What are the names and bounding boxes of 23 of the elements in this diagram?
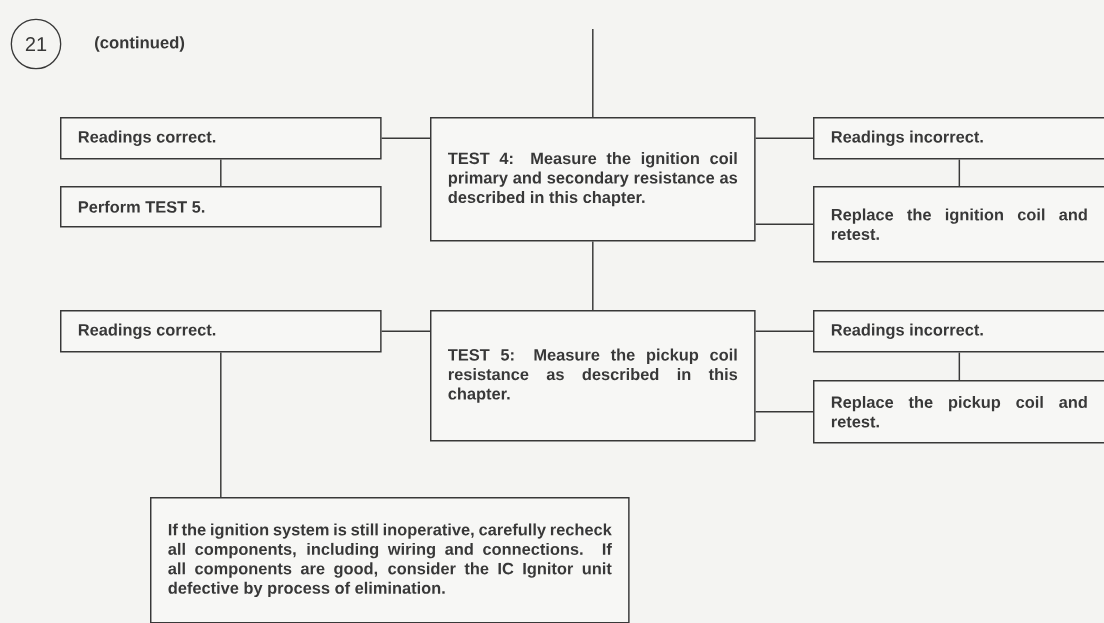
connector-line bbox=[754, 223, 814, 225]
process-box: TEST 4: Measure the ignition coil primary and secondary resistance as described in this chapter. bbox=[430, 117, 756, 242]
connector-line bbox=[754, 330, 814, 332]
connector-line bbox=[958, 351, 961, 381]
connector-line bbox=[754, 137, 814, 139]
process-box: Perform TEST 5. bbox=[60, 186, 382, 228]
process-box: Readings incorrect. bbox=[813, 117, 1104, 160]
process-box: If the ignition system is still inoperative, carefully recheck all components, including wiring and connections. If all components are good, consider the IC Ignitor unit defective by process of elimination. bbox=[150, 497, 630, 623]
continued-note: (continued) bbox=[95, 36, 185, 52]
connector-line bbox=[220, 351, 222, 498]
connector-line bbox=[958, 158, 961, 187]
connector-line bbox=[220, 158, 222, 187]
connector-line bbox=[754, 411, 814, 413]
connector-line bbox=[592, 240, 594, 311]
process-box: Replace the ignition coil and retest. bbox=[813, 186, 1104, 263]
process-box: TEST 5: Measure the pickup coil resistance as described in this chapter. bbox=[430, 310, 756, 442]
process-box: Replace the pickup coil and retest. bbox=[813, 380, 1104, 444]
process-box: Readings correct. bbox=[60, 310, 382, 353]
process-box: Readings incorrect. bbox=[813, 310, 1104, 353]
connector-line bbox=[592, 28, 594, 118]
connector-line bbox=[380, 137, 431, 139]
process-box: Readings correct. bbox=[60, 117, 382, 160]
connector-line bbox=[380, 330, 431, 332]
